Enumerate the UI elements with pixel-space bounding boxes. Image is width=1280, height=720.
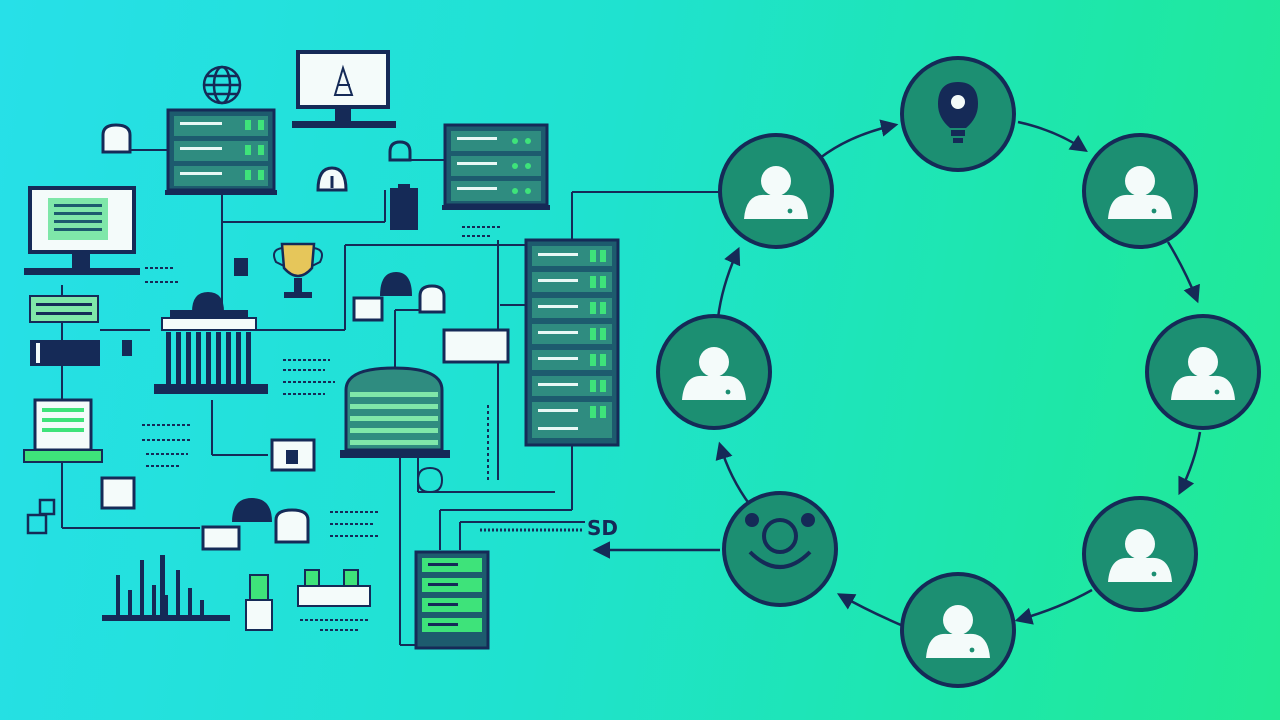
bar-graph-icon bbox=[102, 555, 230, 621]
small-device-icon bbox=[101, 123, 412, 192]
building-icon bbox=[154, 292, 268, 394]
misc-icons bbox=[26, 258, 510, 631]
text-scribbles bbox=[142, 226, 582, 631]
cycle-node-lightbulb bbox=[900, 56, 1016, 172]
server-rack-icon bbox=[165, 108, 277, 195]
cycle-node-user bbox=[718, 133, 834, 249]
panel-icon bbox=[29, 295, 100, 366]
monitor-icon bbox=[292, 50, 396, 128]
lightbulb-icon bbox=[938, 82, 978, 143]
trophy-icon bbox=[273, 242, 323, 298]
database-icon bbox=[340, 366, 450, 458]
server-tower-icon bbox=[524, 238, 620, 447]
cycle-node-user bbox=[900, 572, 1016, 688]
cycle-node-user bbox=[656, 314, 772, 430]
smiley-icon bbox=[745, 513, 815, 569]
cycle-node-user bbox=[1082, 133, 1198, 249]
laptop-icon bbox=[23, 398, 103, 463]
cycle-node-user bbox=[1145, 314, 1261, 430]
globe-icon bbox=[202, 65, 242, 105]
desktop-monitor-icon bbox=[24, 186, 140, 275]
gauge-icon bbox=[390, 184, 418, 230]
cycle-node-smiley bbox=[722, 491, 838, 607]
sd-label: SD bbox=[587, 516, 619, 540]
cycle-node-user bbox=[1082, 496, 1198, 612]
server-box-icon bbox=[414, 550, 490, 650]
server-rack-icon bbox=[442, 123, 550, 210]
